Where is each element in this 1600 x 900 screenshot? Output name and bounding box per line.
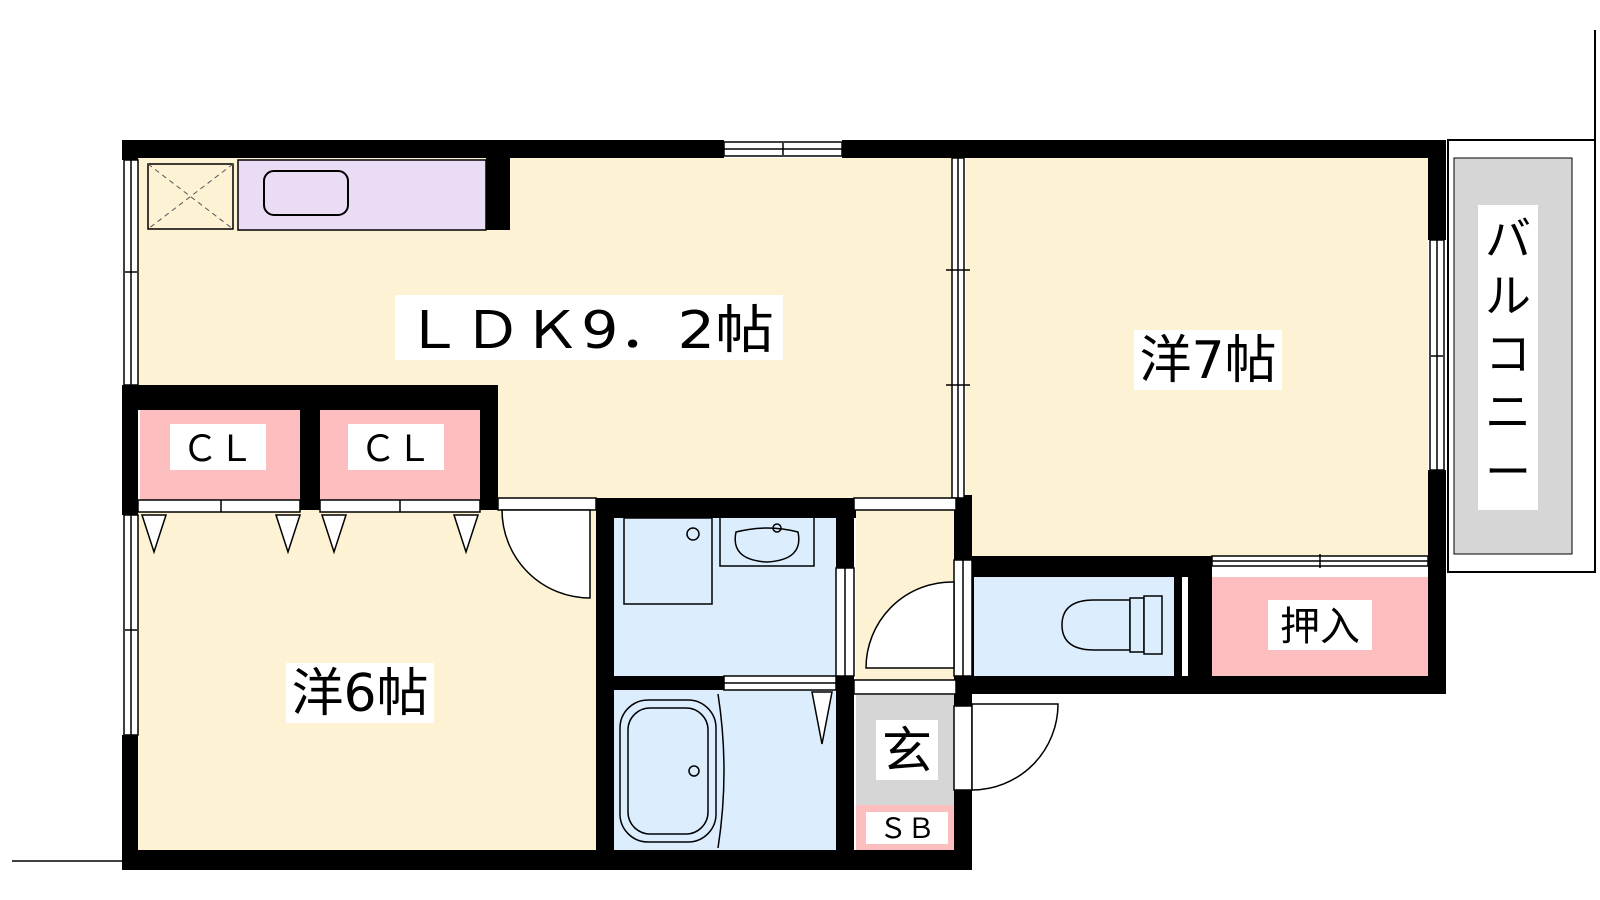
western-6-label: 洋6帖 xyxy=(291,664,428,724)
sink-icon xyxy=(263,170,349,216)
toilet-icon xyxy=(1061,595,1163,655)
bathroom-floor xyxy=(614,690,836,850)
door-toilet xyxy=(865,581,955,669)
bathtub-icon xyxy=(619,699,717,843)
kitchen xyxy=(147,159,487,231)
shoe-box-label: ＳＢ xyxy=(879,812,935,845)
door-entrance xyxy=(971,703,1059,791)
ldk-floor-lower xyxy=(494,385,958,510)
washing-machine-space xyxy=(623,517,713,605)
windows xyxy=(123,141,1445,791)
bathroom-fixtures xyxy=(619,693,725,849)
walls xyxy=(122,140,1446,870)
labels: ＬＤＫ9．2帖 洋7帖 洋6帖 ＣＬ ＣＬ 押入 玄 ＳＢ xyxy=(170,295,1372,845)
balcony-char-1: バ xyxy=(1485,212,1531,266)
door-6jo xyxy=(501,509,591,599)
balcony-char-4: ニ xyxy=(1485,385,1531,439)
washbasin-icon xyxy=(719,518,815,567)
balcony-char-3: コ xyxy=(1485,327,1531,381)
entrance-label: 玄 xyxy=(882,722,932,780)
closet-hangers xyxy=(140,514,833,745)
doors xyxy=(501,509,1059,791)
balcony: バ ル コ ニ ー xyxy=(1447,30,1596,573)
washroom-fixtures xyxy=(623,517,815,605)
closet-1-label: ＣＬ xyxy=(182,429,254,470)
washroom-floor xyxy=(614,518,836,676)
balcony-char-5: ー xyxy=(1485,445,1531,499)
closet-2-label: ＣＬ xyxy=(360,429,432,470)
fridge-space xyxy=(147,163,234,230)
western-7-label: 洋7帖 xyxy=(1139,331,1276,391)
ldk-label: ＬＤＫ9．2帖 xyxy=(404,301,774,361)
oshiire-label: 押入 xyxy=(1280,604,1360,650)
balcony-char-2: ル xyxy=(1485,269,1531,323)
